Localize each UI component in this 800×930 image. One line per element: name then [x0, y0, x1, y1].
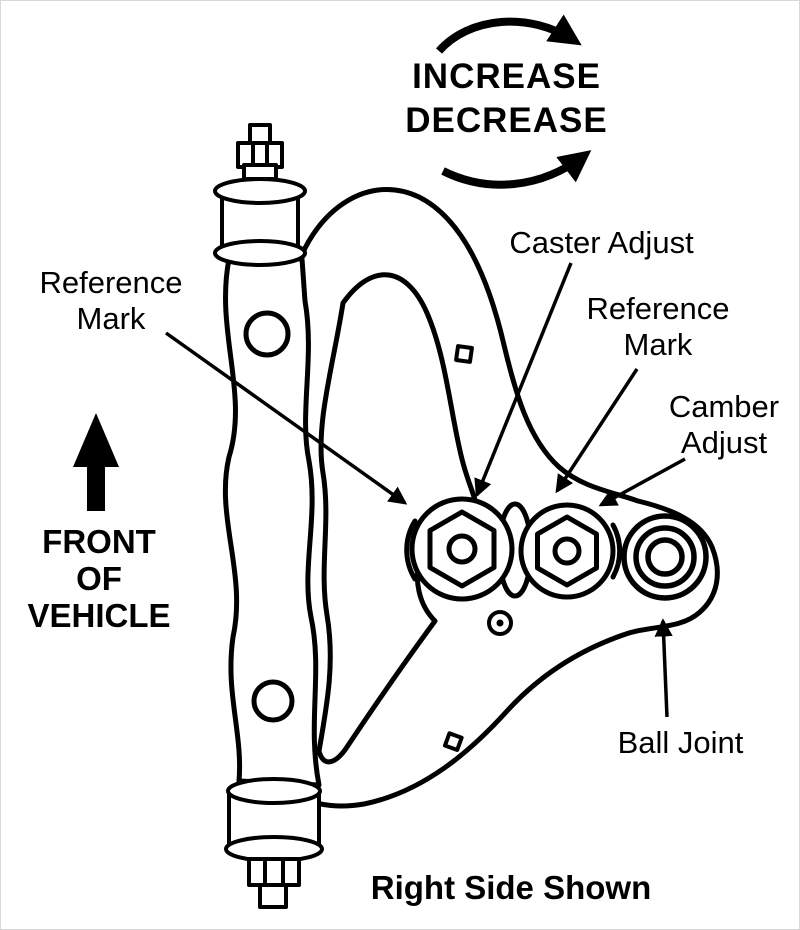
- ball-joint: [621, 513, 709, 601]
- ball-joint-arrow: [654, 618, 673, 718]
- reference-mark-left-arrow: [164, 331, 408, 505]
- increase-label: INCREASE: [412, 57, 601, 96]
- reference-mark-left-line1: Reference: [39, 265, 183, 300]
- bottom-bushing: [224, 777, 324, 909]
- camber-adjust-line1: Camber: [668, 389, 780, 424]
- camber-adjust-arrow: [598, 457, 686, 507]
- camber-adjust-label: Camber Adjust: [629, 389, 799, 461]
- reference-mark-right-line2: Mark: [623, 327, 693, 362]
- reference-mark-left-line2: Mark: [76, 301, 146, 336]
- arm-detail-lower-tab: [442, 731, 464, 752]
- top-bushing: [213, 123, 307, 267]
- camber-cam-bolt: [518, 502, 623, 600]
- front-of-vehicle-line1: FRONT: [42, 523, 156, 560]
- front-of-vehicle-line2: OF: [76, 560, 122, 597]
- arm-detail-pivot-dot: [496, 619, 504, 627]
- reference-mark-left-label: Reference Mark: [16, 265, 206, 337]
- arm-hole-upper: [243, 310, 291, 358]
- ball-joint-label: Ball Joint: [617, 725, 744, 760]
- increase-rotation-arrow: [436, 14, 582, 54]
- reference-mark-right-line1: Reference: [586, 291, 730, 326]
- caster-cam-bolt: [404, 496, 515, 602]
- decrease-rotation-arrow: [441, 150, 592, 189]
- caption-right-side-shown: Right Side Shown: [370, 869, 652, 906]
- reference-mark-right-label: Reference Mark: [563, 291, 753, 363]
- arm-hole-lower: [251, 679, 295, 723]
- arm-detail-upper-tab: [454, 344, 474, 364]
- decrease-label: DECREASE: [405, 101, 608, 140]
- reference-mark-right-arrow: [555, 368, 639, 494]
- camber-adjust-line2: Adjust: [680, 425, 768, 460]
- arm-inner-cutout: [316, 272, 481, 765]
- caster-adjust-label: Caster Adjust: [509, 225, 694, 260]
- front-of-vehicle-arrow: [73, 413, 119, 511]
- front-of-vehicle-line3: VEHICLE: [27, 597, 171, 634]
- caster-adjust-arrow: [474, 262, 573, 498]
- front-of-vehicle-label: FRONT OF VEHICLE: [9, 523, 189, 634]
